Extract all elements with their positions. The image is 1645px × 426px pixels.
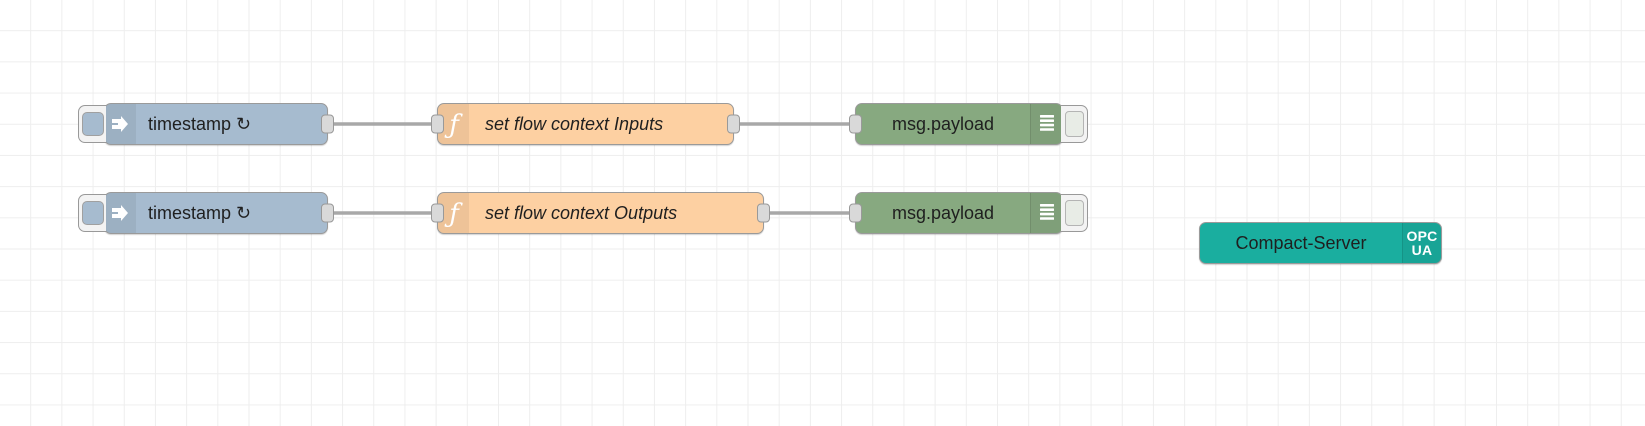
node-label: msg.payload [891,202,995,223]
node-label: msg.payload [891,113,995,134]
input-port[interactable] [431,203,444,223]
inject-trigger-button[interactable] [78,105,106,143]
node-opcua-compact-server[interactable]: Compact-Server OPC UA [1199,222,1442,264]
svg-text:ƒ: ƒ [444,110,463,138]
node-function-set-flow-context-inputs[interactable]: ƒ set flow context Inputs [431,103,740,145]
input-port[interactable] [431,114,444,134]
node-debug-msg-payload-1[interactable]: msg.payload [849,103,1088,145]
node-inject-timestamp-1[interactable]: timestamp ↻ [78,103,334,145]
inject-arrow-icon [105,104,136,144]
input-port[interactable] [849,203,862,223]
node-label: set flow context Outputs [485,202,678,223]
debug-enable-toggle[interactable] [1061,105,1088,143]
debug-list-icon [1030,104,1062,144]
output-port[interactable] [757,203,770,223]
node-function-set-flow-context-outputs[interactable]: ƒ set flow context Outputs [431,192,770,234]
function-f-icon: ƒ [438,193,469,233]
opc-ua-icon: OPC UA [1402,223,1441,263]
inject-trigger-button[interactable] [78,194,106,232]
debug-enable-toggle-inner [1064,200,1084,226]
debug-enable-toggle-inner [1064,111,1084,137]
svg-text:ƒ: ƒ [444,199,463,227]
node-debug-msg-payload-2[interactable]: msg.payload [849,192,1088,234]
inject-trigger-button-inner [81,112,104,136]
input-port[interactable] [849,114,862,134]
debug-list-icon [1030,193,1062,233]
output-port[interactable] [321,203,334,223]
node-label: set flow context Inputs [485,113,664,134]
node-label: timestamp ↻ [148,113,252,134]
inject-arrow-icon [105,193,136,233]
opc-ua-icon-line1: OPC [1406,227,1438,244]
output-port[interactable] [321,114,334,134]
debug-enable-toggle[interactable] [1061,194,1088,232]
node-label: timestamp ↻ [148,202,252,223]
node-inject-timestamp-2[interactable]: timestamp ↻ [78,192,334,234]
output-port[interactable] [727,114,740,134]
opc-ua-icon-line2: UA [1411,242,1433,258]
inject-trigger-button-inner [81,201,104,225]
node-label: Compact-Server [1235,232,1367,253]
